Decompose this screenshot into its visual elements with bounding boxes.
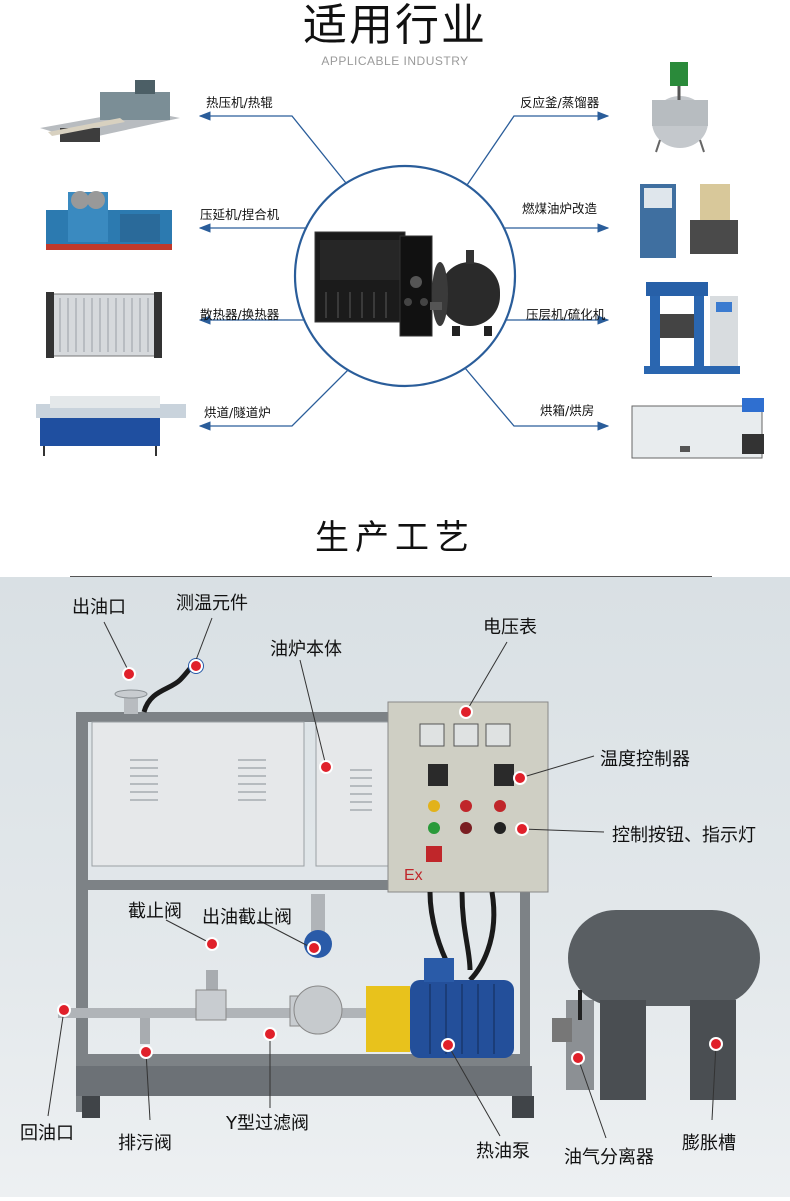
hot-press-image <box>40 80 180 142</box>
process-illustration: Ex <box>47 617 760 1139</box>
industry-label-tunnel-oven: 烘道/隧道炉 <box>204 405 271 420</box>
calender-image <box>46 191 172 250</box>
label-expansion-tank: 膨胀槽 <box>682 1133 736 1154</box>
arrow-8 <box>464 367 610 431</box>
marker-furnace-body <box>319 760 333 774</box>
industry-label-laminator: 压层机/硫化机 <box>526 307 606 322</box>
marker-oil-outlet <box>122 667 136 681</box>
body-panel-left <box>91 721 305 867</box>
coal-furnace-image <box>640 184 738 258</box>
radiator-image <box>46 292 162 358</box>
applicable-title: 适用行业 <box>303 0 487 51</box>
industry-label-hot-press: 热压机/热辊 <box>206 95 273 110</box>
label-stop-valve: 截止阀 <box>128 901 182 922</box>
marker-oil-return <box>57 1003 71 1017</box>
marker-y-filter <box>263 1027 277 1041</box>
arrow-1 <box>198 111 351 189</box>
label-voltmeter: 电压表 <box>483 617 537 638</box>
label-drain-valve: 排污阀 <box>118 1133 172 1154</box>
industry-label-radiator: 散热器/换热器 <box>200 307 280 322</box>
label-oil-outlet: 出油口 <box>72 597 126 618</box>
marker-stop-valve <box>205 937 219 951</box>
label-oil-gas-separator: 油气分离器 <box>564 1147 654 1168</box>
expansion-tank-shape <box>568 910 760 1006</box>
label-outlet-stop-valve: 出油截止阀 <box>202 907 292 928</box>
marker-expansion-tank <box>709 1037 723 1051</box>
frame <box>76 712 534 1118</box>
heater-box-image <box>314 231 433 337</box>
arrow-4 <box>198 367 351 431</box>
label-y-filter: Y型过滤阀 <box>226 1113 309 1134</box>
marker-temp-sensor <box>189 659 203 673</box>
label-control-buttons: 控制按钮、指示灯 <box>612 825 756 846</box>
industry-label-reactor: 反应釜/蒸馏器 <box>520 95 600 110</box>
industry-network <box>36 62 764 459</box>
marker-hot-oil-pump <box>441 1038 455 1052</box>
process-diagram: Ex <box>0 577 790 1197</box>
industry-label-coal-furnace: 燃煤油炉改造 <box>522 201 598 216</box>
label-hot-oil-pump: 热油泵 <box>476 1141 530 1162</box>
label-temp-sensor: 测温元件 <box>176 593 248 614</box>
marker-oil-gas-separator <box>571 1051 585 1065</box>
laminator-image <box>644 282 740 374</box>
label-temp-controller: 温度控制器 <box>600 749 690 770</box>
industry-label-oven-room: 烘箱/烘房 <box>540 403 595 418</box>
reactor-image <box>652 62 708 153</box>
label-furnace-body: 油炉本体 <box>270 639 342 660</box>
marker-outlet-stop-valve <box>307 941 321 955</box>
marker-voltmeter <box>459 705 473 719</box>
marker-drain-valve <box>139 1045 153 1059</box>
coupling <box>366 986 410 1052</box>
tank-image <box>430 250 500 336</box>
oven-room-image <box>631 398 764 459</box>
process-title: 生产工艺 <box>315 518 475 558</box>
industry-label-calender: 压延机/捏合机 <box>200 207 280 222</box>
marker-temp-controller <box>513 771 527 785</box>
process-divider <box>70 576 712 577</box>
label-oil-return: 回油口 <box>20 1123 74 1144</box>
tunnel-oven-image <box>36 396 186 456</box>
arrow-5 <box>464 111 610 189</box>
applicable-subtitle: APPLICABLE INDUSTRY <box>321 54 469 68</box>
marker-control-buttons <box>515 822 529 836</box>
ex-mark: Ex <box>404 867 423 884</box>
